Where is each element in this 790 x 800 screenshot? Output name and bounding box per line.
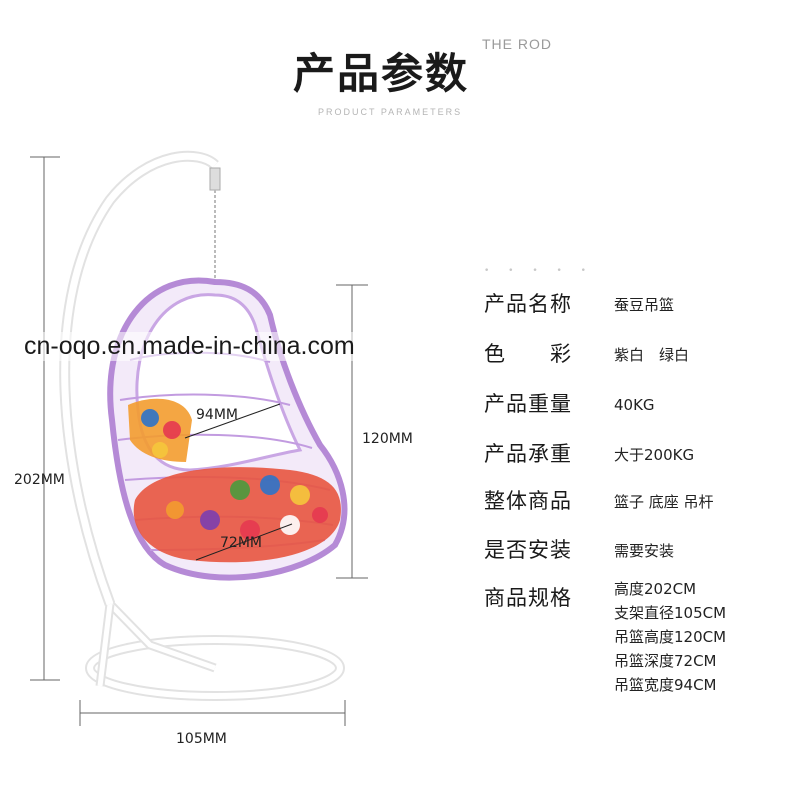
param-value: 40KG: [614, 396, 655, 414]
param-label: 产品名称: [484, 292, 572, 316]
param-label: 整体商品: [484, 489, 572, 513]
watermark: cn-oqo.en.made-in-china.com: [24, 332, 355, 361]
param-value: 蚕豆吊篮: [614, 296, 675, 314]
basket-depth-arrow: [195, 523, 293, 561]
basket-depth-label: 72MM: [220, 535, 262, 551]
basket-height-label: 120MM: [362, 431, 413, 447]
basket-width-arrow: [184, 403, 281, 439]
hanging-basket: [107, 277, 348, 581]
stand: [59, 150, 345, 701]
param-value: 大于200KG: [614, 446, 695, 464]
height-label: 202MM: [14, 472, 65, 488]
param-label: 产品承重: [484, 442, 572, 466]
base-width-label: 105MM: [176, 731, 227, 747]
param-value: 需要安装: [614, 542, 675, 560]
param-label: 是否安装: [484, 538, 572, 562]
param-value: 篮子 底座 吊杆: [614, 493, 714, 511]
basket-width-label: 94MM: [196, 407, 238, 423]
param-label: 色 彩: [484, 342, 572, 366]
dimension-lines: [30, 156, 368, 726]
param-label: 商品规格: [484, 586, 572, 610]
param-value: 紫白 绿白: [614, 346, 690, 364]
param-value: 高度202CM 支架直径105CM 吊篮高度120CM 吊篮深度72CM 吊篮宽…: [614, 580, 727, 694]
divider-dots: • • • • •: [484, 266, 594, 276]
page-subtitle: PRODUCT PARAMETERS: [318, 107, 463, 117]
page-title-en: THE ROD: [482, 36, 552, 52]
param-label: 产品重量: [484, 392, 572, 416]
page-title: 产品参数: [293, 49, 470, 98]
